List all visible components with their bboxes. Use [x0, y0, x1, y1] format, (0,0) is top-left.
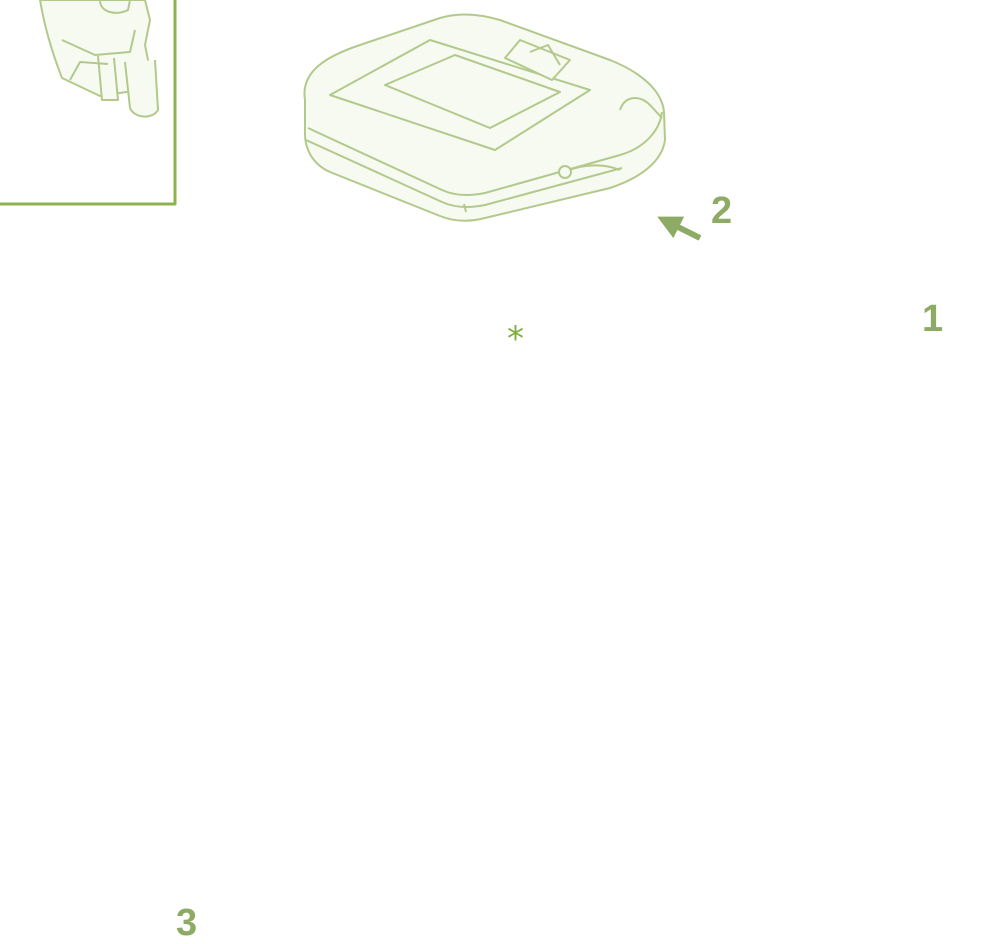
step-label-3: 3 [176, 902, 198, 944]
step-label-1: 1 [922, 298, 944, 340]
step-label-2: 2 [711, 190, 733, 232]
printer [303, 13, 666, 222]
inset-detail [0, 0, 177, 206]
note-asterisk: * [507, 319, 524, 359]
arrow-2 [657, 216, 702, 241]
inset-frame [0, 0, 177, 206]
